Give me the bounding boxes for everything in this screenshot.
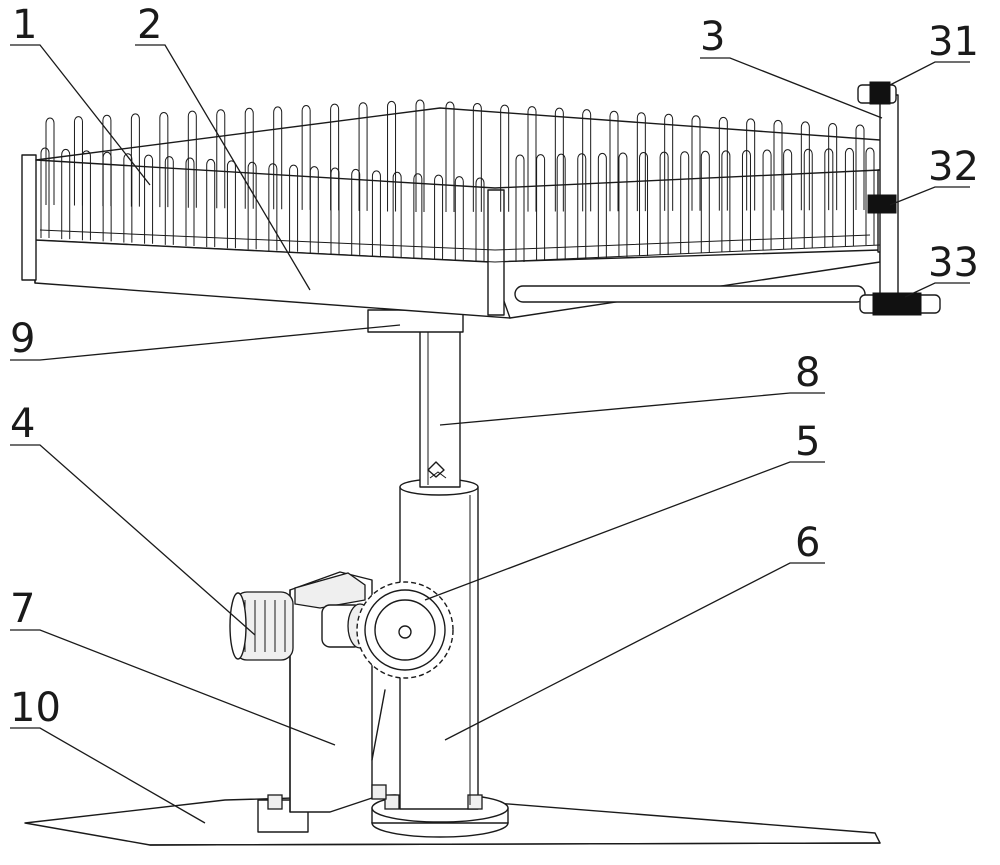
fence-bar xyxy=(636,112,646,212)
fence-bar xyxy=(123,153,133,243)
callout-8: 8 xyxy=(795,350,820,396)
fence-bar xyxy=(45,117,55,205)
fence-bar xyxy=(659,151,669,255)
fence-bar xyxy=(783,149,793,249)
fence-bar xyxy=(536,154,546,261)
leader-lines xyxy=(10,44,970,824)
fence-bar xyxy=(700,150,710,253)
fence-bar xyxy=(639,152,649,256)
fence-bars-right xyxy=(515,147,875,262)
fence-bar xyxy=(81,150,91,241)
fence-bar xyxy=(392,171,402,258)
callout-7: 7 xyxy=(10,586,35,632)
fence-bar xyxy=(164,156,174,245)
fence-bar xyxy=(273,106,283,210)
fence-bar xyxy=(309,166,319,253)
callout-6: 6 xyxy=(795,520,820,566)
fence-bar xyxy=(664,113,674,211)
fence-bar xyxy=(371,170,381,257)
fence-bar xyxy=(73,116,83,206)
fence-bar xyxy=(475,177,485,262)
fence-bar xyxy=(226,160,236,249)
fence-bar xyxy=(185,157,195,246)
fence-bar xyxy=(413,173,423,259)
fence-bar xyxy=(144,154,154,244)
fence-bar xyxy=(721,150,731,252)
fence-bar xyxy=(387,100,397,212)
fence-bar xyxy=(301,105,311,210)
fence-bar xyxy=(187,110,197,208)
fence-bar xyxy=(803,148,813,248)
fence-bar xyxy=(680,151,690,254)
lifting-rod xyxy=(419,329,461,488)
fence-bar xyxy=(800,121,810,211)
fence-bar xyxy=(577,153,587,259)
fence-bar xyxy=(330,103,340,211)
fence-bar xyxy=(855,124,865,210)
fence-bar xyxy=(102,114,112,207)
fence-bar xyxy=(527,106,537,212)
gear xyxy=(321,581,454,679)
fence-bar xyxy=(828,123,838,211)
motor xyxy=(229,591,294,661)
fence-bar xyxy=(582,109,592,212)
fence-bar xyxy=(454,176,464,261)
callout-9: 9 xyxy=(10,316,35,362)
callout-32: 32 xyxy=(928,144,979,190)
fence-bar xyxy=(554,107,564,212)
callout-4: 4 xyxy=(10,401,35,447)
fence-bar xyxy=(247,161,257,250)
fence-bar xyxy=(500,104,510,212)
fence-bar xyxy=(289,164,299,252)
fence-bar xyxy=(746,118,756,211)
fence-bar xyxy=(844,147,854,246)
fence-bar xyxy=(609,110,619,212)
fence-bars-back-right xyxy=(445,101,865,212)
callout-labels: 1 2 3 31 32 33 9 8 4 5 6 7 10 xyxy=(10,2,979,731)
fence-bar xyxy=(691,115,701,211)
fence-bar xyxy=(597,152,607,258)
fence-bar xyxy=(445,101,455,212)
fence-bar xyxy=(515,154,525,262)
fence-bar xyxy=(244,107,254,209)
fence-bar xyxy=(773,119,783,211)
fence-bar xyxy=(102,151,112,242)
fence-bar xyxy=(472,103,482,212)
door-assembly xyxy=(857,81,941,316)
fence-bar xyxy=(556,153,566,260)
callout-3: 3 xyxy=(700,14,725,60)
fence-bar xyxy=(434,174,444,260)
fence-bar xyxy=(351,169,361,256)
callout-5: 5 xyxy=(795,419,820,465)
fence-bar xyxy=(762,149,772,250)
fence-bar xyxy=(159,112,169,208)
callout-33: 33 xyxy=(928,240,979,286)
fence-bar xyxy=(358,102,368,211)
callout-31: 31 xyxy=(928,19,979,65)
fence-bar xyxy=(330,167,340,254)
fence-bar xyxy=(718,116,728,211)
fence-bar xyxy=(216,109,226,209)
fence-bar xyxy=(618,152,628,257)
fence-bar xyxy=(268,163,278,251)
callout-2: 2 xyxy=(137,2,162,48)
fence-bar xyxy=(206,159,216,248)
callout-10: 10 xyxy=(10,685,61,731)
guard-fence xyxy=(35,99,881,263)
callout-1: 1 xyxy=(12,2,37,48)
fence-bar xyxy=(40,147,50,238)
fence-bars-back-left xyxy=(45,99,425,212)
fence-bar xyxy=(865,147,875,245)
fence-bar xyxy=(130,113,140,207)
fence-bar xyxy=(61,149,71,240)
fence-bar xyxy=(415,99,425,212)
